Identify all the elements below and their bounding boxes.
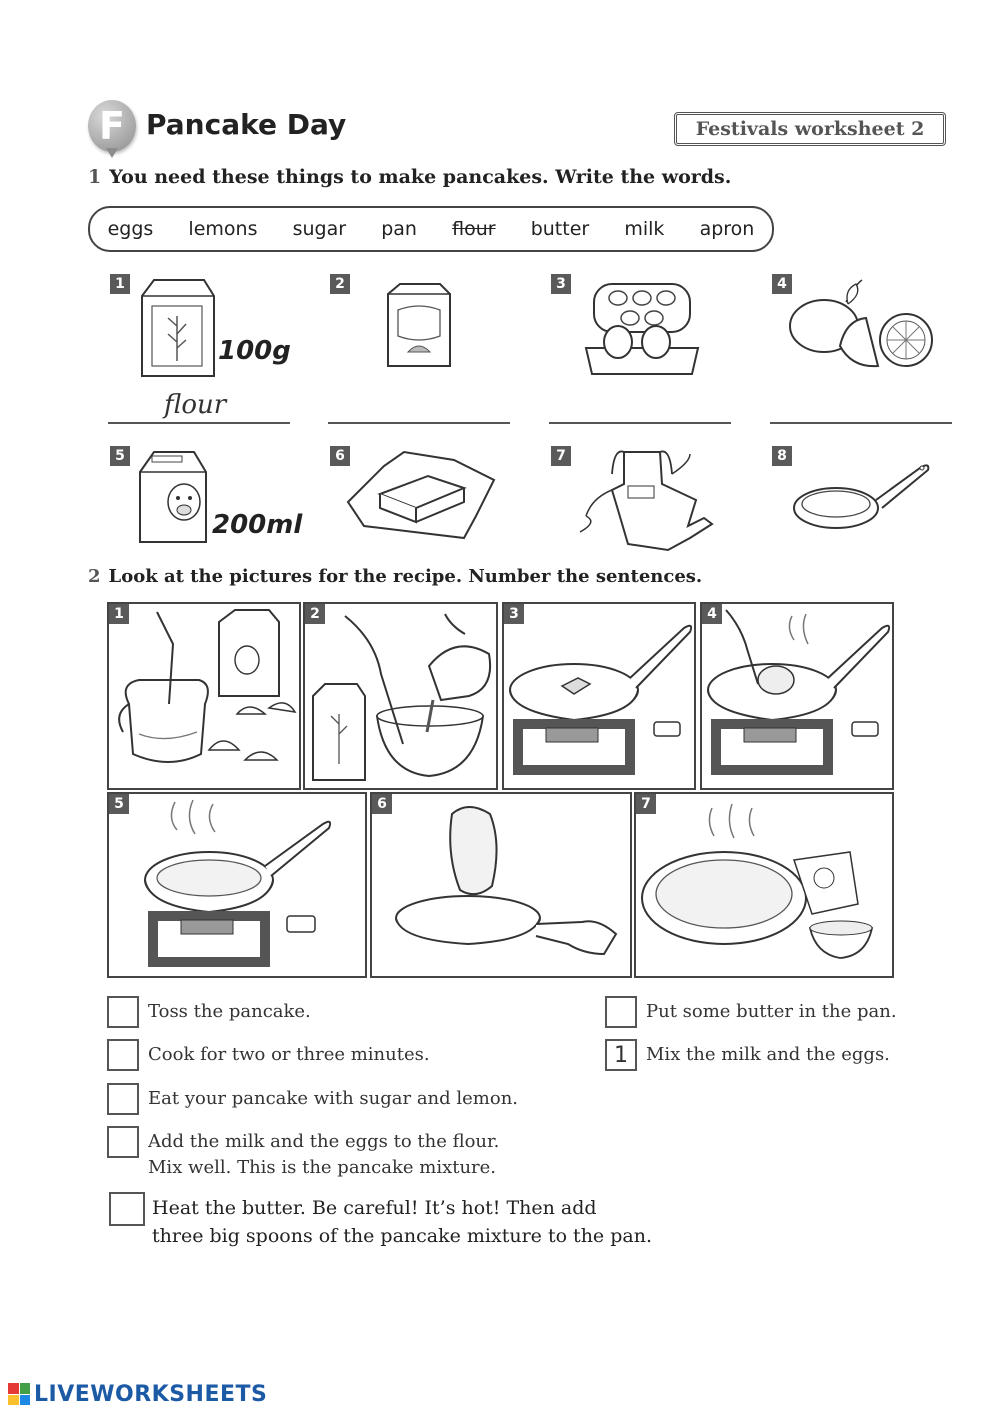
sentence-put-butter: Put some butter in the pan.	[646, 1001, 897, 1022]
adding-to-flour-icon	[312, 613, 491, 781]
panel-number: 7	[636, 794, 656, 814]
panel-number: 4	[702, 604, 722, 624]
sentence-cook: Cook for two or three minutes.	[148, 1044, 430, 1065]
sentence-answer-box[interactable]	[107, 996, 139, 1028]
sugar-bag-icon	[387, 283, 451, 367]
apron-icon	[579, 450, 714, 552]
item-number: 4	[772, 274, 792, 294]
sentence-answer-box[interactable]	[605, 996, 637, 1028]
word-eggs: eggs	[107, 218, 154, 240]
item-number: 5	[110, 446, 130, 466]
lemons-icon	[789, 279, 933, 368]
sentence-answer-box[interactable]: 1	[605, 1039, 637, 1071]
item-number: 6	[330, 446, 350, 466]
recipe-panel-6: 6	[370, 792, 632, 978]
tossing-pancake-icon	[395, 806, 618, 956]
item-number: 3	[551, 274, 571, 294]
mixing-milk-eggs-icon	[118, 609, 297, 763]
butter-in-pan-icon	[509, 624, 693, 775]
panel-number: 2	[305, 604, 325, 624]
sentence-line: Add the milk and the eggs to the flour.	[148, 1131, 500, 1152]
panel-number: 6	[372, 794, 392, 814]
festival-badge: F	[88, 100, 136, 152]
answer-text-1: flour	[164, 390, 227, 420]
quantity-milk: 200ml	[212, 510, 303, 540]
panel-number: 1	[109, 604, 129, 624]
recipe-panel-3: 3	[502, 602, 696, 790]
badge-letter: F	[99, 104, 125, 148]
recipe-panel-7: 7	[634, 792, 894, 978]
answer-line-1[interactable]	[108, 422, 290, 424]
flour-bag-icon	[141, 279, 215, 377]
page-title: Pancake Day	[146, 108, 347, 141]
answer-line-2[interactable]	[328, 422, 510, 424]
egg-box-icon	[584, 283, 700, 375]
sentence-answer-box[interactable]	[107, 1083, 139, 1115]
word-milk: milk	[624, 218, 665, 240]
sentence-eat: Eat your pancake with sugar and lemon.	[148, 1088, 519, 1109]
sentence-answer-box[interactable]	[109, 1192, 145, 1226]
sentence-answer-box[interactable]	[107, 1126, 139, 1158]
liveworksheets-logo-icon	[8, 1383, 30, 1405]
instruction-text: Look at the pictures for the recipe. Num…	[108, 566, 703, 587]
recipe-panel-2: 2	[303, 602, 498, 790]
item-number: 7	[551, 446, 571, 466]
instruction-text: You need these things to make pancakes. …	[109, 166, 732, 188]
exercise-number: 1	[88, 166, 102, 188]
answer-line-3[interactable]	[549, 422, 731, 424]
word-butter: butter	[530, 218, 590, 240]
worksheet-tag: Festivals worksheet 2	[674, 112, 946, 146]
cooking-pancake-icon	[144, 799, 332, 967]
badge-tail	[106, 148, 118, 158]
adding-mixture-icon	[707, 609, 891, 775]
panel-number: 3	[504, 604, 524, 624]
milk-carton-icon	[139, 451, 207, 543]
footer-brand[interactable]: LIVEWORKSHEETS	[34, 1382, 268, 1407]
exercise-1-instruction: 1 You need these things to make pancakes.…	[88, 166, 731, 188]
exercise-number: 2	[88, 566, 101, 587]
sentence-toss: Toss the pancake.	[148, 1001, 311, 1022]
item-number: 8	[772, 446, 792, 466]
recipe-panel-4: 4	[700, 602, 894, 790]
item-number: 1	[110, 274, 130, 294]
frying-pan-icon	[793, 464, 930, 529]
sentence-answer-box[interactable]	[107, 1039, 139, 1071]
recipe-panel-1: 1	[107, 602, 301, 790]
pancake-plate-icon	[641, 803, 874, 959]
sentence-mix-milk: Mix the milk and the eggs.	[646, 1044, 890, 1065]
quantity-flour: 100g	[218, 336, 291, 366]
sentence-line: three big spoons of the pancake mixture …	[152, 1225, 652, 1247]
sentence-line: Mix well. This is the pancake mixture.	[148, 1157, 497, 1178]
panel-number: 5	[109, 794, 129, 814]
sentence-add-milk: Add the milk and the eggs to the flour. …	[148, 1129, 499, 1181]
exercise-2-instruction: 2 Look at the pictures for the recipe. Nu…	[88, 566, 702, 587]
recipe-panel-5: 5	[107, 792, 367, 978]
word-lemons: lemons	[188, 218, 258, 240]
butter-icon	[346, 450, 496, 540]
answer-line-4[interactable]	[770, 422, 952, 424]
sentence-heat-butter: Heat the butter. Be careful! It’s hot! T…	[152, 1194, 652, 1250]
sentence-line: Heat the butter. Be careful! It’s hot! T…	[152, 1197, 597, 1219]
word-flour-crossed: flour	[452, 218, 496, 240]
word-box: eggs lemons sugar pan flour butter milk …	[88, 206, 774, 252]
word-sugar: sugar	[292, 218, 347, 240]
item-number: 2	[330, 274, 350, 294]
word-pan: pan	[381, 218, 417, 240]
word-apron: apron	[699, 218, 755, 240]
